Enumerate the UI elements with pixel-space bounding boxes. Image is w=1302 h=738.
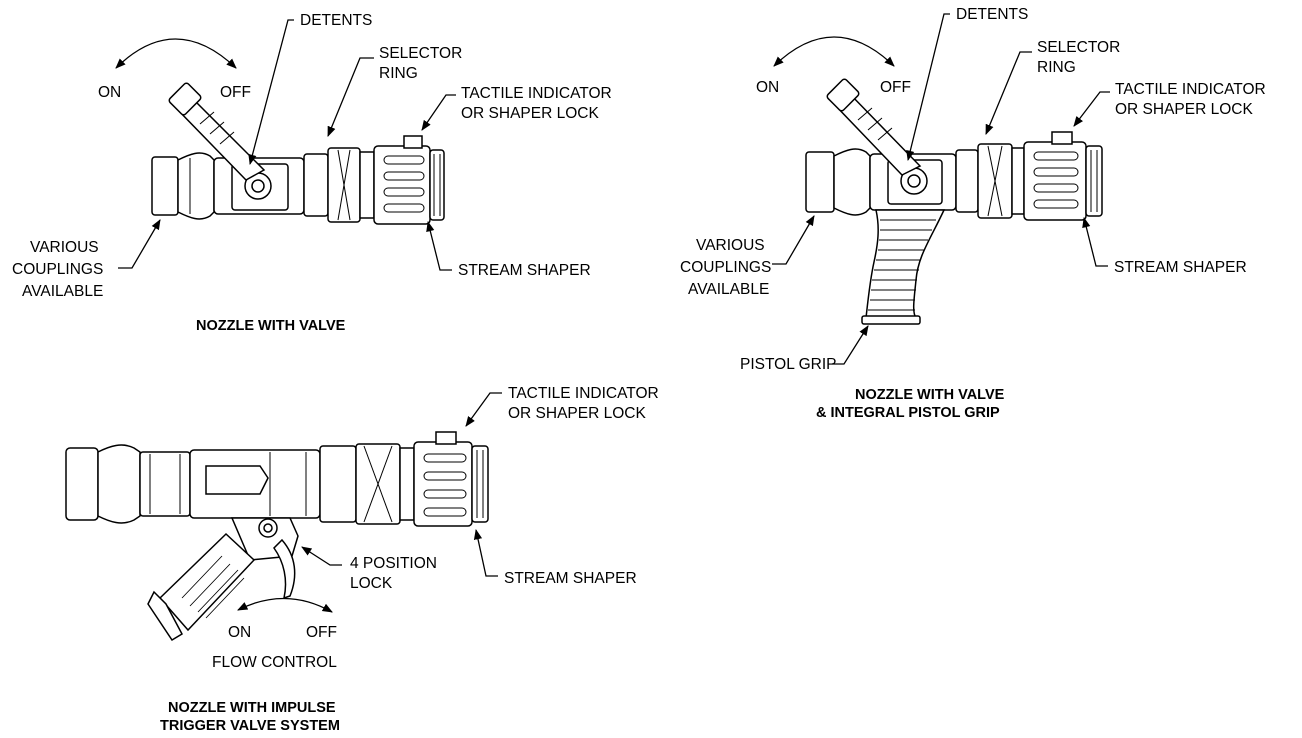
couplings-label-2b: COUPLINGS: [680, 259, 771, 276]
couplings-label-1b: COUPLINGS: [12, 261, 103, 278]
nozzle-with-valve-figure: [151, 82, 445, 225]
tactile-indicator-label-1a: TACTILE INDICATOR: [461, 85, 612, 102]
selector-ring-label-1b: RING: [379, 65, 418, 82]
nozzle-with-pistol-grip-figure: [805, 78, 1103, 325]
couplings-label-2a: VARIOUS: [696, 237, 765, 254]
selector-ring-label-2a: SELECTOR: [1037, 39, 1120, 56]
couplings-label-2c: AVAILABLE: [688, 281, 769, 298]
detents-label-1: DETENTS: [300, 12, 372, 29]
nozzle-with-impulse-trigger-figure: [65, 431, 489, 642]
four-position-lock-label-a: 4 POSITION: [350, 555, 437, 572]
on-label-1: ON: [98, 84, 121, 101]
couplings-label-1a: VARIOUS: [30, 239, 99, 256]
stream-shaper-label-1: STREAM SHAPER: [458, 262, 591, 279]
caption-impulse-2: TRIGGER VALVE SYSTEM: [160, 718, 340, 734]
on-label-3: ON: [228, 624, 251, 641]
off-label-2: OFF: [880, 79, 911, 96]
pistol-grip-label: PISTOL GRIP: [740, 356, 836, 373]
tactile-indicator-label-3b: OR SHAPER LOCK: [508, 405, 646, 422]
tactile-indicator-label-1b: OR SHAPER LOCK: [461, 105, 599, 122]
flow-control-label: FLOW CONTROL: [212, 654, 337, 671]
tactile-indicator-label-3a: TACTILE INDICATOR: [508, 385, 659, 402]
on-label-2: ON: [756, 79, 779, 96]
selector-ring-label-2b: RING: [1037, 59, 1076, 76]
caption-pistol-grip-1: NOZZLE WITH VALVE: [855, 387, 1005, 403]
caption-pistol-grip-2: & INTEGRAL PISTOL GRIP: [816, 405, 1000, 421]
off-label-1: OFF: [220, 84, 251, 101]
detents-label-2: DETENTS: [956, 6, 1028, 23]
four-position-lock-label-b: LOCK: [350, 575, 393, 592]
stream-shaper-label-2: STREAM SHAPER: [1114, 259, 1247, 276]
caption-impulse-1: NOZZLE WITH IMPULSE: [168, 700, 336, 716]
selector-ring-label-1a: SELECTOR: [379, 45, 462, 62]
couplings-label-1c: AVAILABLE: [22, 283, 103, 300]
tactile-indicator-label-2a: TACTILE INDICATOR: [1115, 81, 1266, 98]
caption-nozzle-with-valve: NOZZLE WITH VALVE: [196, 318, 346, 334]
stream-shaper-label-3: STREAM SHAPER: [504, 570, 637, 587]
off-label-3: OFF: [306, 624, 337, 641]
tactile-indicator-label-2b: OR SHAPER LOCK: [1115, 101, 1253, 118]
